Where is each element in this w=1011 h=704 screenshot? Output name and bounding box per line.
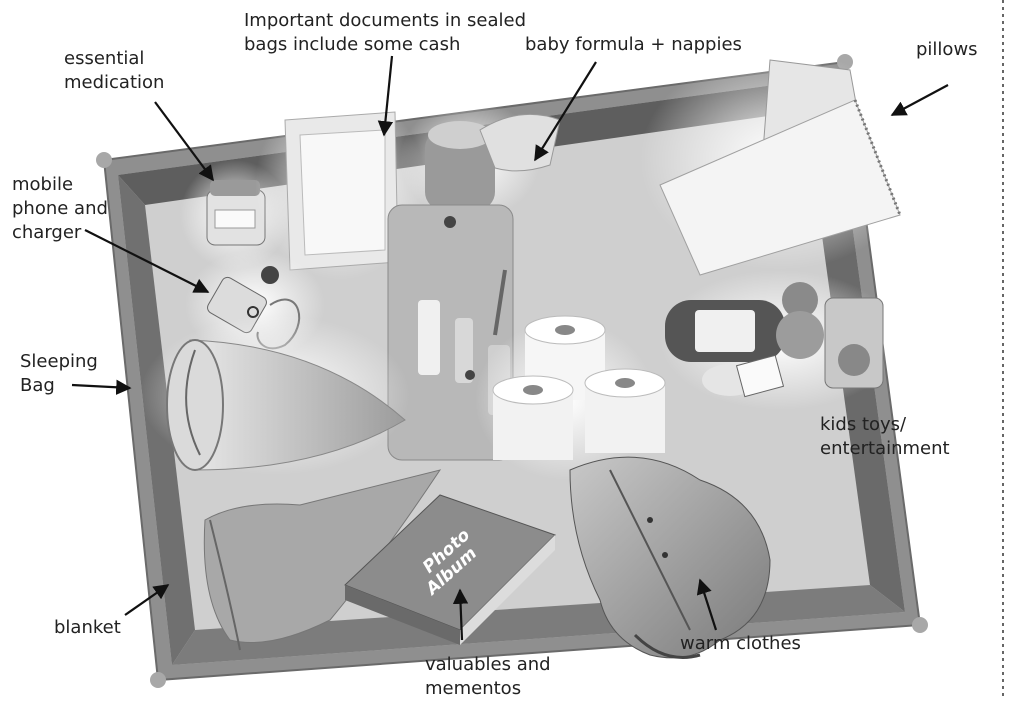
kids-toys-item <box>660 270 900 410</box>
label-warm-clothes: warm clothes <box>680 632 801 656</box>
sleeping-bag-item <box>140 315 410 475</box>
label-baby-formula: baby formula + nappies <box>525 33 742 57</box>
label-phone: mobile phone and charger <box>12 173 108 245</box>
label-documents: Important documents in sealed bags inclu… <box>244 9 526 57</box>
pillows-arrow <box>892 85 948 115</box>
label-blanket: blanket <box>54 616 121 640</box>
label-valuables: valuables and mementos <box>425 653 551 701</box>
label-kids-toys: kids toys/ entertainment <box>820 413 950 461</box>
label-medication: essential medication <box>64 47 164 95</box>
label-pillows: pillows <box>916 38 978 62</box>
label-sleeping-bag: Sleeping Bag <box>20 350 98 398</box>
